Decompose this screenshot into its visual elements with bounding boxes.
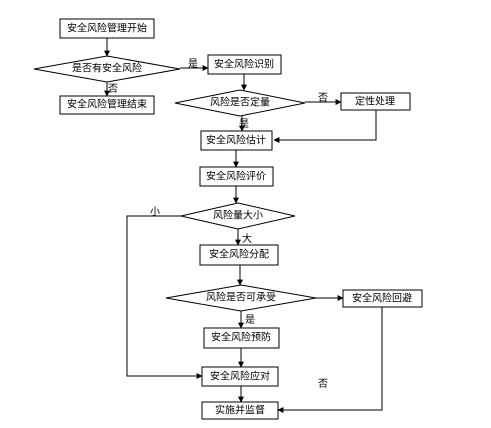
node-has-risk-label: 是否有安全风险 — [72, 62, 142, 75]
node-end: 安全风险管理结束 — [59, 95, 155, 115]
node-allocate-label: 安全风险分配 — [209, 248, 269, 261]
label-yes-estimate: 是 — [239, 118, 249, 130]
edge-qualitative-to-estimate — [273, 110, 377, 143]
label-yes-identify: 是 — [188, 58, 198, 70]
node-quantify-label: 风险是否定量 — [210, 96, 270, 109]
label-large: 大 — [242, 232, 252, 245]
label-no-qualitative: 否 — [318, 92, 328, 104]
node-estimate-label: 安全风险估计 — [206, 134, 266, 147]
node-acceptable-decision: 风险是否可承受 — [165, 284, 317, 312]
node-magnitude-label: 风险量大小 — [213, 209, 263, 222]
node-avoid-label: 安全风险回避 — [352, 292, 412, 305]
node-acceptable-label: 风险是否可承受 — [206, 291, 276, 304]
node-respond: 安全风险应对 — [201, 366, 279, 387]
label-yes-prevent: 是 — [245, 314, 255, 326]
edge-magnitude-to-respond — [126, 215, 203, 379]
label-no-avoid: 否 — [318, 378, 328, 390]
node-start-label: 安全风险管理开始 — [67, 22, 147, 35]
node-evaluate-label: 安全风险评价 — [206, 170, 266, 183]
label-no-end: 否 — [108, 83, 118, 95]
label-small: 小 — [150, 206, 160, 218]
node-identify: 安全风险识别 — [207, 54, 282, 75]
node-allocate: 安全风险分配 — [199, 244, 279, 266]
connectors — [104, 38, 383, 413]
node-prevent: 安全风险预防 — [203, 327, 280, 349]
node-respond-label: 安全风险应对 — [210, 370, 270, 383]
node-quantify-decision: 风险是否定量 — [174, 89, 306, 117]
node-implement: 实施并监督 — [201, 401, 279, 420]
node-evaluate: 安全风险评价 — [199, 166, 274, 187]
node-estimate: 安全风险估计 — [200, 130, 273, 151]
node-end-label: 安全风险管理结束 — [67, 98, 147, 111]
node-implement-label: 实施并监督 — [215, 404, 265, 417]
node-prevent-label: 安全风险预防 — [211, 331, 271, 344]
node-has-risk: 是否有安全风险 — [33, 55, 181, 83]
node-identify-label: 安全风险识别 — [214, 58, 274, 71]
node-avoid: 安全风险回避 — [342, 289, 423, 308]
node-qualitative: 定性处理 — [340, 92, 411, 111]
node-start: 安全风险管理开始 — [59, 18, 155, 39]
node-magnitude-decision: 风险量大小 — [180, 202, 296, 230]
edge-avoid-to-implement — [277, 307, 383, 413]
node-qualitative-label: 定性处理 — [355, 95, 395, 108]
